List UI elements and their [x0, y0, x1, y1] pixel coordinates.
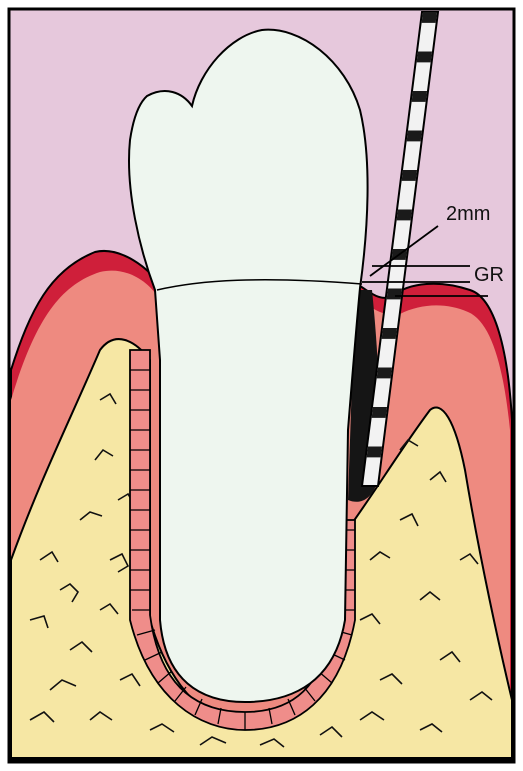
probe-graduation-band [397, 210, 412, 221]
probe-graduation-band [417, 52, 432, 63]
label-gr: GR [474, 264, 504, 286]
probe-graduation-band [367, 447, 382, 458]
probe-graduation-band [387, 289, 402, 300]
probe-graduation-band [422, 12, 437, 23]
probe-graduation-band [407, 131, 422, 142]
probe-graduation-band [382, 328, 397, 339]
tooth [129, 30, 368, 702]
probe-graduation-band [412, 91, 427, 102]
probe-graduation-band [377, 368, 392, 379]
probe-graduation-band [402, 170, 417, 181]
label-2mm: 2mm [446, 203, 490, 225]
probe-graduation-band [372, 407, 387, 418]
